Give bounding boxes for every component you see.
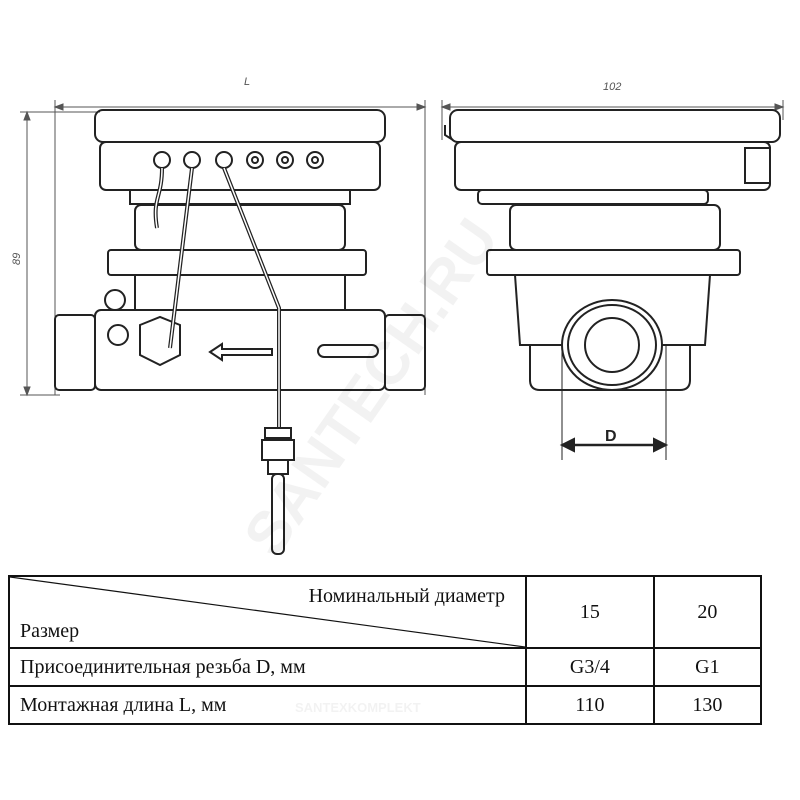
row-label: Монтажная длина L, мм <box>8 685 527 725</box>
table-cell: G3/4 <box>525 647 655 687</box>
dimension-102 <box>440 100 785 140</box>
table-cell: G1 <box>652 647 763 687</box>
table-corner-header: Номинальный диаметр Размер <box>8 575 527 649</box>
dim-D-label: D <box>605 428 617 445</box>
table-watermark: SANTEXKOMPLEKT <box>295 700 421 715</box>
dim-89-label: 89 <box>11 253 23 265</box>
table-row: Присоединительная резьба D, мм G3/4 G1 <box>8 647 763 687</box>
dim-102-label: 102 <box>603 81 621 93</box>
table-header-row: Номинальный диаметр Размер 15 20 <box>8 575 763 649</box>
dimension-89 <box>20 110 100 397</box>
dim-L-label: L <box>244 76 250 88</box>
watermark: SANTECH.RU <box>231 207 511 568</box>
table-cell: 130 <box>652 685 763 725</box>
dimensions-table: Номинальный диаметр Размер 15 20 Присоед… <box>8 575 763 725</box>
meter-front-view <box>444 109 781 460</box>
header-nominal-diameter: Номинальный диаметр <box>308 585 505 607</box>
table-cell: 110 <box>525 685 655 725</box>
column-header: 20 <box>652 575 763 649</box>
table-row: Монтажная длина L, мм 110 130 <box>8 685 763 725</box>
cable-ports <box>153 151 324 169</box>
meter-side-view <box>54 109 426 555</box>
row-label: Присоединительная резьба D, мм <box>8 647 527 687</box>
header-size: Размер <box>20 620 80 642</box>
technical-drawing: L 102 89 <box>11 76 785 568</box>
column-header: 15 <box>525 575 655 649</box>
